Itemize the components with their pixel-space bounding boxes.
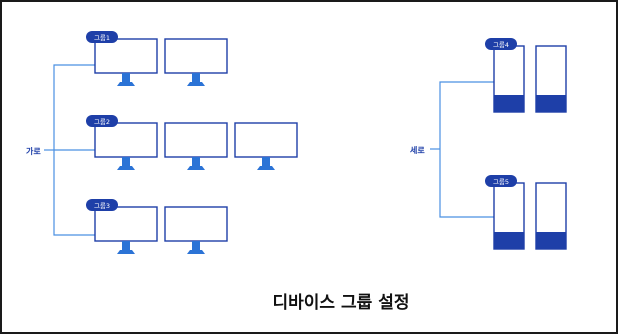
vertical-bracket-line bbox=[439, 81, 494, 218]
diagram-title: 디바이스 그룹 설정 bbox=[273, 293, 410, 313]
device-group: 그룹5 bbox=[485, 175, 567, 250]
group-badge-pill bbox=[86, 115, 118, 127]
vertical-label: 세로 bbox=[410, 145, 425, 155]
monitor-screen bbox=[94, 38, 158, 74]
group-badge-label: 그룹4 bbox=[493, 41, 509, 49]
monitor-icon bbox=[164, 38, 228, 86]
monitor-neck bbox=[122, 241, 130, 250]
group-badge: 그룹4 bbox=[485, 38, 517, 50]
horizontal-bracket bbox=[44, 64, 95, 236]
monitor-icon bbox=[94, 122, 158, 170]
device-groups: 그룹1 그룹2 그룹3 그룹4 그룹5 bbox=[86, 31, 567, 254]
group-badge: 그룹2 bbox=[86, 115, 118, 127]
kiosk-icon bbox=[535, 45, 567, 113]
monitor-icon bbox=[164, 206, 228, 254]
monitor-neck bbox=[262, 157, 270, 166]
monitor-neck bbox=[192, 157, 200, 166]
monitor-base bbox=[187, 166, 205, 170]
monitor-base bbox=[117, 250, 135, 254]
monitor-base bbox=[117, 166, 135, 170]
monitor-screen bbox=[234, 122, 298, 158]
monitor-screen bbox=[94, 206, 158, 242]
monitor-neck bbox=[192, 241, 200, 250]
device-group: 그룹1 bbox=[86, 31, 228, 86]
group-badge: 그룹5 bbox=[485, 175, 517, 187]
device-group: 그룹4 bbox=[485, 38, 567, 113]
group-badge-label: 그룹3 bbox=[94, 202, 110, 210]
monitor-icon bbox=[164, 122, 228, 170]
group-badge-label: 그룹5 bbox=[493, 178, 509, 186]
kiosk-icon bbox=[493, 45, 525, 113]
monitor-neck bbox=[122, 157, 130, 166]
group-badge-pill bbox=[86, 199, 118, 211]
group-badge-label: 그룹2 bbox=[94, 118, 110, 126]
kiosk-icon bbox=[493, 182, 525, 250]
monitor-icon bbox=[94, 38, 158, 86]
monitor-icon bbox=[234, 122, 298, 170]
monitor-screen bbox=[164, 122, 228, 158]
group-badge-pill bbox=[485, 38, 517, 50]
monitor-neck bbox=[122, 73, 130, 82]
group-badge-label: 그룹1 bbox=[94, 34, 110, 42]
device-group: 그룹3 bbox=[86, 199, 228, 254]
group-badge-pill bbox=[485, 175, 517, 187]
kiosk-icon bbox=[535, 182, 567, 250]
monitor-base bbox=[257, 166, 275, 170]
kiosk-base bbox=[494, 232, 524, 249]
group-badge: 그룹3 bbox=[86, 199, 118, 211]
monitor-icon bbox=[94, 206, 158, 254]
monitor-neck bbox=[192, 73, 200, 82]
horizontal-label: 가로 bbox=[26, 146, 41, 156]
vertical-bracket bbox=[430, 81, 494, 218]
monitor-screen bbox=[164, 206, 228, 242]
monitor-base bbox=[117, 82, 135, 86]
monitor-base bbox=[187, 250, 205, 254]
device-group: 그룹2 bbox=[86, 115, 298, 170]
group-badge-pill bbox=[86, 31, 118, 43]
monitor-screen bbox=[94, 122, 158, 158]
group-badge: 그룹1 bbox=[86, 31, 118, 43]
kiosk-base bbox=[494, 95, 524, 112]
monitor-base bbox=[187, 82, 205, 86]
monitor-screen bbox=[164, 38, 228, 74]
kiosk-base bbox=[536, 232, 566, 249]
kiosk-base bbox=[536, 95, 566, 112]
